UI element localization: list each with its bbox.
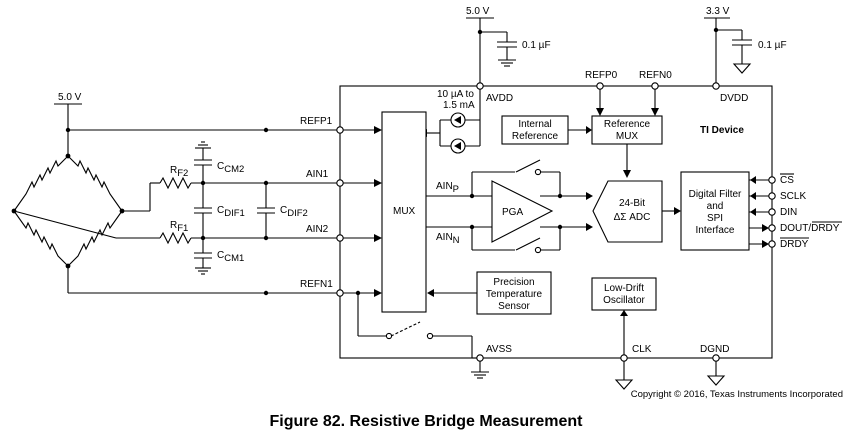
avdd-label: AVDD — [486, 93, 513, 104]
current-range-line1: 10 µA to — [437, 89, 474, 100]
avss-label: AVSS — [486, 344, 512, 355]
avdd-pin — [476, 82, 484, 90]
device-outline — [339, 85, 773, 359]
dout-label: DOUT/DRDY — [780, 223, 840, 234]
ccm1-label: CCM1 — [217, 250, 244, 264]
svg-text:MUX: MUX — [616, 131, 639, 142]
svg-text:Temperature: Temperature — [486, 289, 543, 300]
cs-pin — [768, 176, 776, 184]
resistive-bridge — [13, 155, 123, 267]
current-range-line2: 1.5 mA — [443, 100, 475, 111]
drdy-pin — [768, 240, 776, 248]
svg-text:Sensor: Sensor — [498, 301, 530, 312]
dvdd-pin — [712, 82, 720, 90]
refn0-label: REFN0 — [639, 70, 672, 81]
refp0-label: REFP0 — [585, 70, 618, 81]
drdy-label: DRDY — [780, 239, 809, 250]
din-pin — [768, 208, 776, 216]
ain2-label: AIN2 — [306, 224, 329, 235]
figure-caption: Figure 82. Resistive Bridge Measurement — [270, 413, 584, 430]
cs-label: CS — [780, 175, 794, 186]
refn0-pin — [651, 82, 659, 90]
svg-text:Interface: Interface — [696, 225, 735, 236]
avss-pin — [476, 354, 484, 362]
refn1-pin — [336, 289, 344, 297]
copyright: Copyright © 2016, Texas Instruments Inco… — [631, 389, 843, 400]
clk-pin — [620, 354, 628, 362]
supply-3v3-label: 3.3 V — [706, 6, 730, 17]
dgnd-pin — [712, 354, 720, 362]
svg-text:and: and — [707, 201, 724, 212]
ain1-pin — [336, 179, 344, 187]
svg-text:Internal: Internal — [518, 119, 551, 130]
ain2-pin — [336, 234, 344, 242]
sclk-pin — [768, 192, 776, 200]
clk-label: CLK — [632, 344, 652, 355]
digital-filter-block — [680, 171, 750, 251]
dvdd-label: DVDD — [720, 93, 748, 104]
pga-block — [491, 180, 554, 243]
svg-text:SPI: SPI — [707, 213, 723, 224]
svg-text:Oscillator: Oscillator — [603, 295, 645, 306]
sclk-label: SCLK — [780, 191, 806, 202]
temperature-sensor-block — [476, 271, 552, 315]
mux-label: MUX — [393, 206, 416, 217]
refp0-pin — [596, 82, 604, 90]
supply-5v-bridge-label: 5.0 V — [58, 92, 82, 103]
svg-text:Low-Drift: Low-Drift — [604, 283, 644, 294]
svg-text:24-Bit: 24-Bit — [619, 198, 645, 209]
dgnd-label: DGND — [700, 344, 729, 355]
refp1-label: REFP1 — [300, 116, 333, 127]
svg-text:ΔΣ ADC: ΔΣ ADC — [614, 212, 651, 223]
adc-block — [592, 180, 663, 243]
rf1-label: RF1 — [170, 220, 188, 234]
svg-text:Precision: Precision — [493, 277, 534, 288]
cap-c2-label: 0.1 µF — [758, 40, 787, 51]
ain1-label: AIN1 — [306, 169, 329, 180]
svg-text:Digital Filter: Digital Filter — [689, 189, 742, 200]
cdif1-label: CDIF1 — [217, 205, 245, 219]
din-label: DIN — [780, 207, 797, 218]
oscillator-block — [591, 277, 657, 311]
rf2-label: RF2 — [170, 165, 188, 179]
refp1-pin — [336, 126, 344, 134]
ccm2-label: CCM2 — [217, 161, 244, 175]
dout-pin — [768, 224, 776, 232]
supply-5v-top-label: 5.0 V — [466, 6, 490, 17]
refn1-label: REFN1 — [300, 279, 333, 290]
ainn-label: AINN — [436, 232, 460, 246]
svg-text:Reference: Reference — [512, 131, 559, 142]
svg-text:Reference: Reference — [604, 119, 651, 130]
reference-mux-block — [591, 115, 663, 145]
cap-c1-label: 0.1 µF — [522, 40, 551, 51]
cdif2-label: CDIF2 — [280, 205, 308, 219]
pga-label: PGA — [502, 207, 523, 218]
mux-block — [381, 111, 427, 313]
ainp-label: AINP — [436, 181, 459, 195]
device-label: TI Device — [700, 125, 744, 136]
